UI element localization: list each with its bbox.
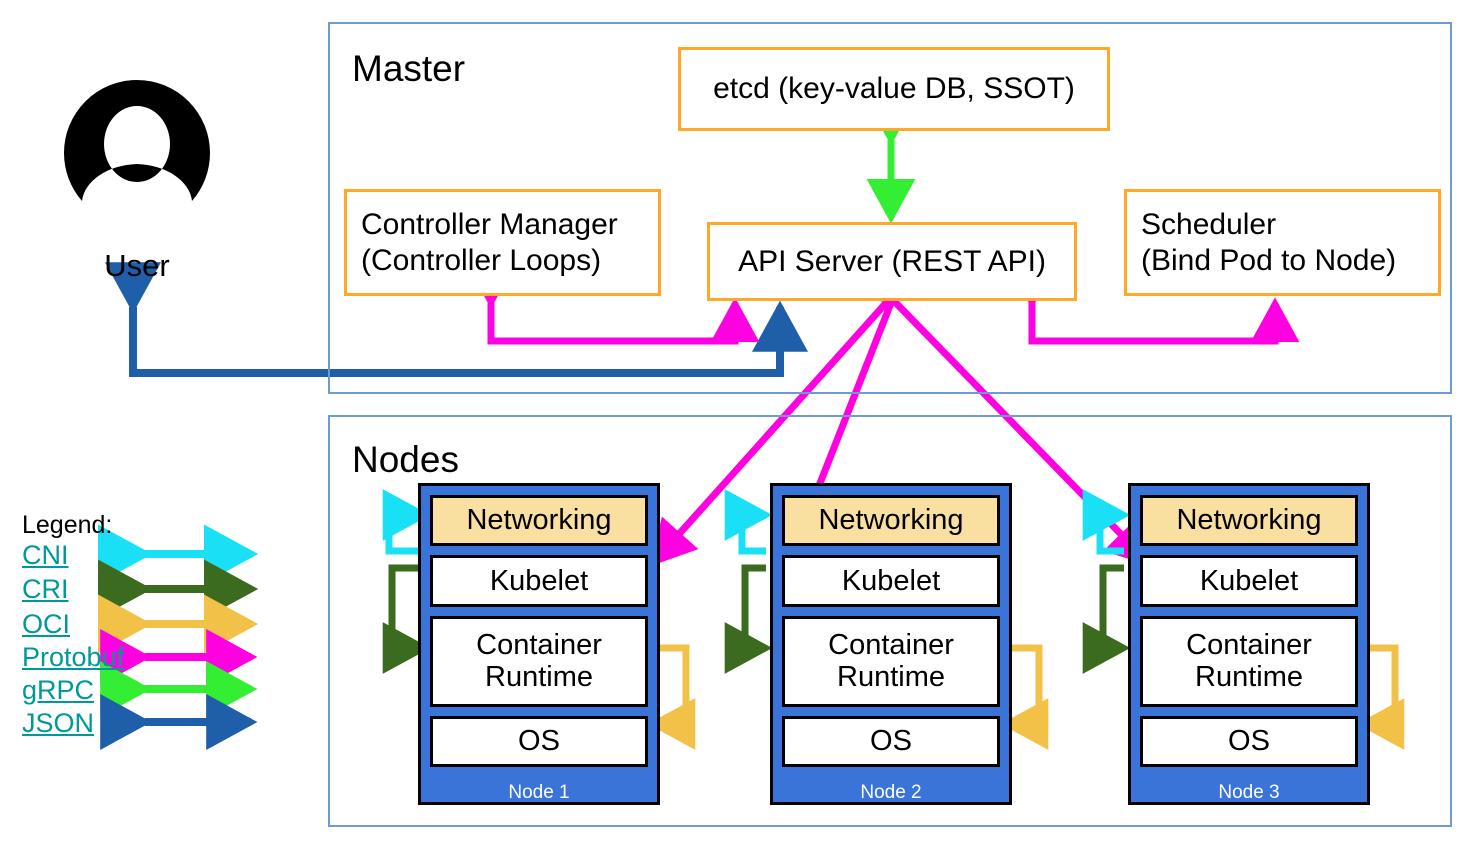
component-api-server[interactable]: API Server (REST API) <box>707 222 1077 301</box>
user-avatar-icon <box>64 80 210 201</box>
node-2-layer-networking[interactable]: Networking <box>782 495 1000 547</box>
node-2-layer-os[interactable]: OS <box>782 715 1000 768</box>
nodes-group-title: Nodes <box>352 439 459 480</box>
legend-item-cri[interactable]: CRI <box>22 574 69 604</box>
node-2-layer-container-runtime[interactable]: Container Runtime <box>782 615 1000 707</box>
legend-item-cni[interactable]: CNI <box>22 540 69 570</box>
component-api-server-label: API Server (REST API) <box>738 244 1046 278</box>
node-3-layer-os[interactable]: OS <box>1140 715 1358 768</box>
node-card-2[interactable]: Networking Kubelet Container Runtime OS … <box>770 483 1012 805</box>
node-card-3[interactable]: Networking Kubelet Container Runtime OS … <box>1128 483 1370 805</box>
node-2-layer-kubelet[interactable]: Kubelet <box>782 555 1000 607</box>
master-group-title: Master <box>352 48 466 89</box>
user-label: User <box>104 248 170 283</box>
node-1-layer-container-runtime[interactable]: Container Runtime <box>430 615 648 707</box>
legend-item-oci[interactable]: OCI <box>22 609 71 639</box>
legend-item-protobuf[interactable]: Protobuf <box>22 642 125 672</box>
legend-item-json[interactable]: JSON <box>22 708 95 738</box>
node-1-layer-os[interactable]: OS <box>430 715 648 768</box>
legend-item-grpc[interactable]: gRPC <box>22 675 95 705</box>
component-controller-manager-label: Controller Manager (Controller Loops) <box>361 208 618 277</box>
node-card-1[interactable]: Networking Kubelet Container Runtime OS … <box>418 483 660 805</box>
node-3-layer-container-runtime[interactable]: Container Runtime <box>1140 615 1358 707</box>
legend-title: Legend: <box>22 511 113 539</box>
component-scheduler[interactable]: Scheduler (Bind Pod to Node) <box>1124 189 1441 296</box>
component-etcd[interactable]: etcd (key-value DB, SSOT) <box>678 47 1110 131</box>
node-3-layer-networking[interactable]: Networking <box>1140 495 1358 547</box>
component-scheduler-label: Scheduler (Bind Pod to Node) <box>1141 208 1397 277</box>
component-controller-manager[interactable]: Controller Manager (Controller Loops) <box>344 189 661 296</box>
node-3-name: Node 3 <box>1218 782 1280 804</box>
node-3-layer-kubelet[interactable]: Kubelet <box>1140 555 1358 607</box>
nodes-group <box>328 415 1452 827</box>
node-1-layer-networking[interactable]: Networking <box>430 495 648 547</box>
node-2-name: Node 2 <box>860 782 922 804</box>
master-group <box>328 22 1452 394</box>
node-1-layer-kubelet[interactable]: Kubelet <box>430 555 648 607</box>
node-1-name: Node 1 <box>508 782 570 804</box>
component-etcd-label: etcd (key-value DB, SSOT) <box>713 72 1075 106</box>
